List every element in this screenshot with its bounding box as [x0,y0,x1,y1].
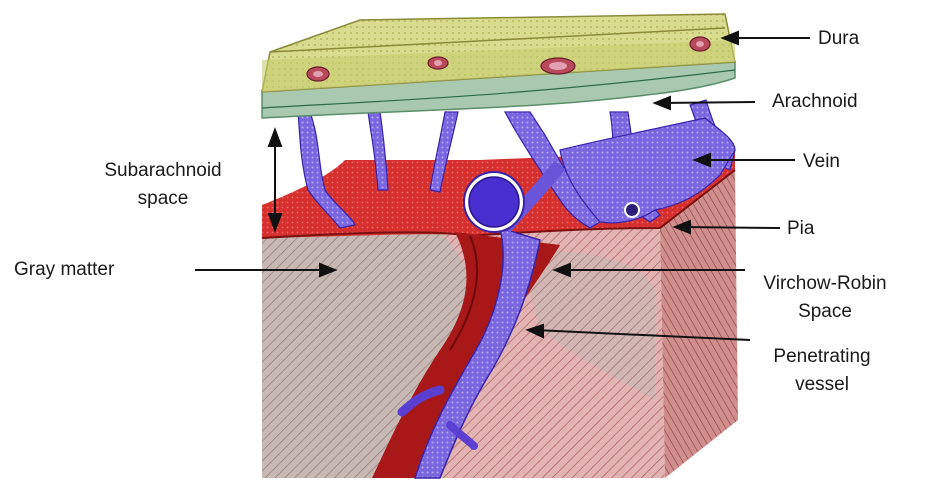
label-pia: Pia [787,218,814,240]
label-dura: Dura [818,28,859,50]
label-vein: Vein [803,151,840,173]
label-penetrating-vessel: Penetrating vessel [742,346,902,396]
label-penetrating-line1: Penetrating [742,346,902,368]
label-arachnoid: Arachnoid [772,91,858,113]
label-subarachnoid-line2: space [88,188,238,210]
label-penetrating-line2: vessel [742,374,902,396]
label-subarachnoid-space: Subarachnoid space [88,160,238,210]
label-gray-matter: Gray matter [14,259,114,281]
arachnoid-arrow [660,102,755,103]
vein-cross-section [464,172,524,232]
label-virchow-robin-space: Virchow-Robin Space [740,273,910,323]
label-virchow-line2: Space [740,301,910,323]
label-virchow-line1: Virchow-Robin [740,273,910,295]
label-subarachnoid-line1: Subarachnoid [88,160,238,182]
pia-arrow [680,227,780,228]
